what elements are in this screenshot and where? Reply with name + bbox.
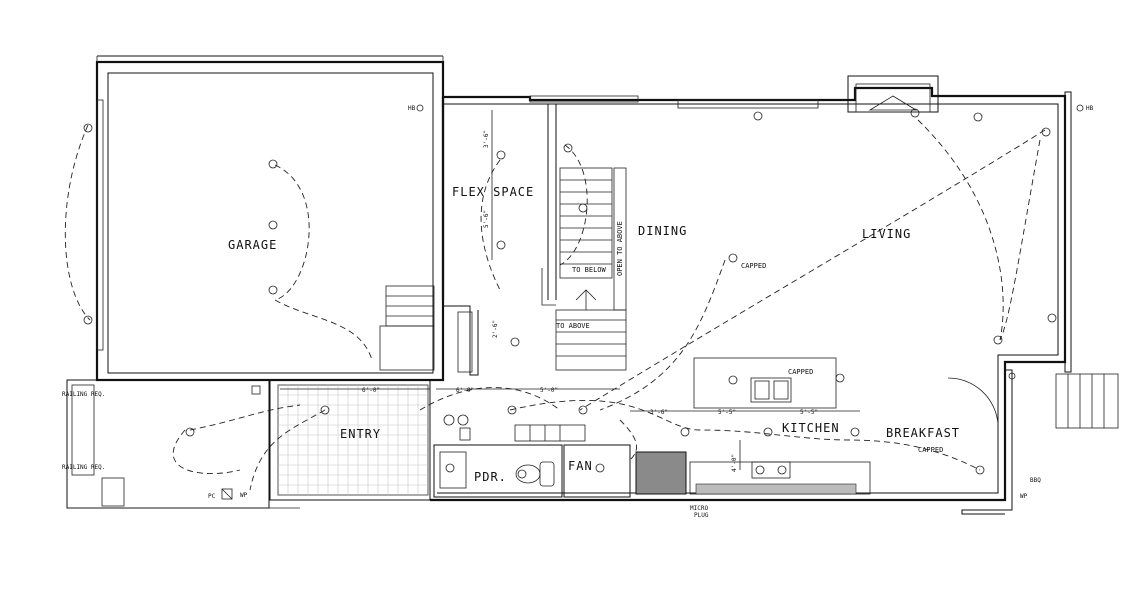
house-walls [430,75,1072,515]
note-to-below: TO BELOW [572,266,607,274]
note-capped-breakfast: CAPPED [918,446,943,454]
stair-area [441,97,627,376]
room-label-living: LIVING [862,227,911,241]
dim-entry-a: 6'-0" [362,387,380,394]
dim-kit-a: 3'-6" [650,409,668,416]
dim-entry-b: 6'-0" [456,387,474,394]
dim-entry-c: 5'-0" [540,387,558,394]
note-wp-right: WP [1020,493,1028,500]
powder-room [433,427,631,498]
note-hb-right: HB [1086,105,1094,112]
note-capped-dining: CAPPED [741,262,766,270]
dim-flex-top: 3'-6" [483,130,490,148]
garage-walls [95,55,445,382]
note-open-to-above: OPEN TO ABOVE [616,221,624,276]
note-to-above: TO ABOVE [556,322,590,330]
room-label-kitchen: KITCHEN [782,421,840,435]
note-wp-left: WP [240,492,248,499]
room-label-pdr: PDR. [474,470,507,484]
room-label-breakfast: BREAKFAST [886,426,960,440]
room-label-dining: DINING [638,224,687,238]
note-bbq: BBQ [1030,477,1041,484]
entry-tile-grid [269,379,431,501]
dim-hall: 2'-6" [492,320,499,338]
room-label-flex-space: FLEX SPACE [452,185,534,199]
note-capped-island: CAPPED [788,368,813,376]
note-railing-top: RAILING REQ. [62,391,105,398]
light-fixtures [83,104,1084,479]
dim-kit-c: 5'-5" [800,409,818,416]
note-hb-left: HB [408,105,416,112]
note-pc: PC [208,493,216,500]
room-label-entry: ENTRY [340,427,381,441]
dim-kit-d: 4'-0" [731,454,738,472]
porch [66,379,300,509]
dim-flex-mid: 5'-6" [483,210,490,228]
room-label-garage: GARAGE [228,238,277,252]
dimension-lines [280,110,860,470]
kitchen-counters [514,357,871,495]
exterior-stairs [947,373,1119,429]
note-railing-bottom: RAILING REQ. [62,464,105,471]
dim-kit-b: 5'-5" [718,409,736,416]
room-label-fan: FAN [568,459,593,473]
